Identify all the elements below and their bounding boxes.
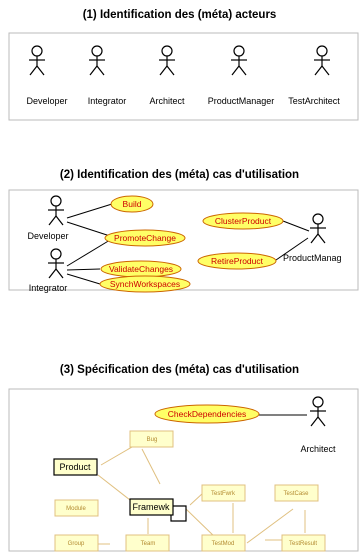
usecase-build	[110, 195, 154, 213]
section2-associations	[66, 203, 310, 285]
class-group-label: Group	[68, 541, 85, 547]
usecase-promotechange	[104, 229, 186, 247]
usecase-build-label: Build	[123, 199, 142, 209]
usecase-retireproduct-label: RetireProduct	[211, 256, 264, 266]
section2-title: (2) Identification des (méta) cas d'util…	[59, 169, 300, 181]
class-bug	[129, 430, 174, 448]
actor-label-developer: Developer	[26, 96, 67, 106]
class-testfwrk-label: TestFwrk	[211, 491, 236, 497]
class-testcase	[274, 484, 319, 502]
section1-panel	[8, 32, 359, 121]
class-testresult-label: TestResult	[289, 541, 317, 547]
usecase-validatechanges-label: ValidateChanges	[109, 264, 173, 274]
actor-label-architect: Architect	[149, 96, 185, 106]
usecase-clusterproduct	[202, 212, 284, 230]
section1-title: (1) Identification des (méta) acteurs	[82, 9, 277, 21]
class-module-label: Module	[66, 506, 86, 512]
actor-label-testarchitect: TestArchitect	[288, 96, 340, 106]
class-framewk-label: Framewk	[132, 502, 170, 512]
class-testcase-label: TestCase	[283, 491, 309, 497]
actor-label-productmanager: ProductManager	[208, 96, 275, 106]
class-product-label: Product	[59, 462, 91, 472]
usecase-checkdependencies	[154, 404, 260, 424]
class-team-label: Team	[141, 541, 156, 547]
framewk-self-link	[170, 505, 187, 522]
actor-label-productmanager-2: ProductManag	[283, 253, 342, 263]
usecase-promotechange-label: PromoteChange	[114, 233, 176, 243]
section3-title: (3) Spécification des (méta) cas d'utili…	[59, 364, 300, 376]
usecase-synchworkspaces-label: SynchWorkspaces	[110, 279, 180, 289]
usecase-checkdependencies-label: CheckDependencies	[168, 409, 246, 419]
class-product	[53, 458, 98, 476]
class-framewk	[129, 498, 174, 516]
usecase-synchworkspaces	[99, 275, 191, 293]
class-testmod-label: TestMod	[212, 541, 235, 547]
actor-label-developer-2: Developer	[27, 231, 68, 241]
class-testresult	[281, 534, 326, 552]
actor-label-architect-3: Architect	[300, 444, 336, 454]
actor-label-integrator: Integrator	[88, 96, 127, 106]
actor-label-integrator-2: Integrator	[29, 283, 68, 293]
usecase-retireproduct	[197, 252, 277, 270]
class-module	[54, 499, 99, 517]
class-team	[125, 534, 170, 552]
class-group	[54, 534, 99, 552]
usecase-clusterproduct-label: ClusterProduct	[215, 216, 272, 226]
class-testfwrk	[201, 484, 246, 502]
class-bug-label: Bug	[147, 437, 158, 443]
class-testmod	[201, 534, 246, 552]
